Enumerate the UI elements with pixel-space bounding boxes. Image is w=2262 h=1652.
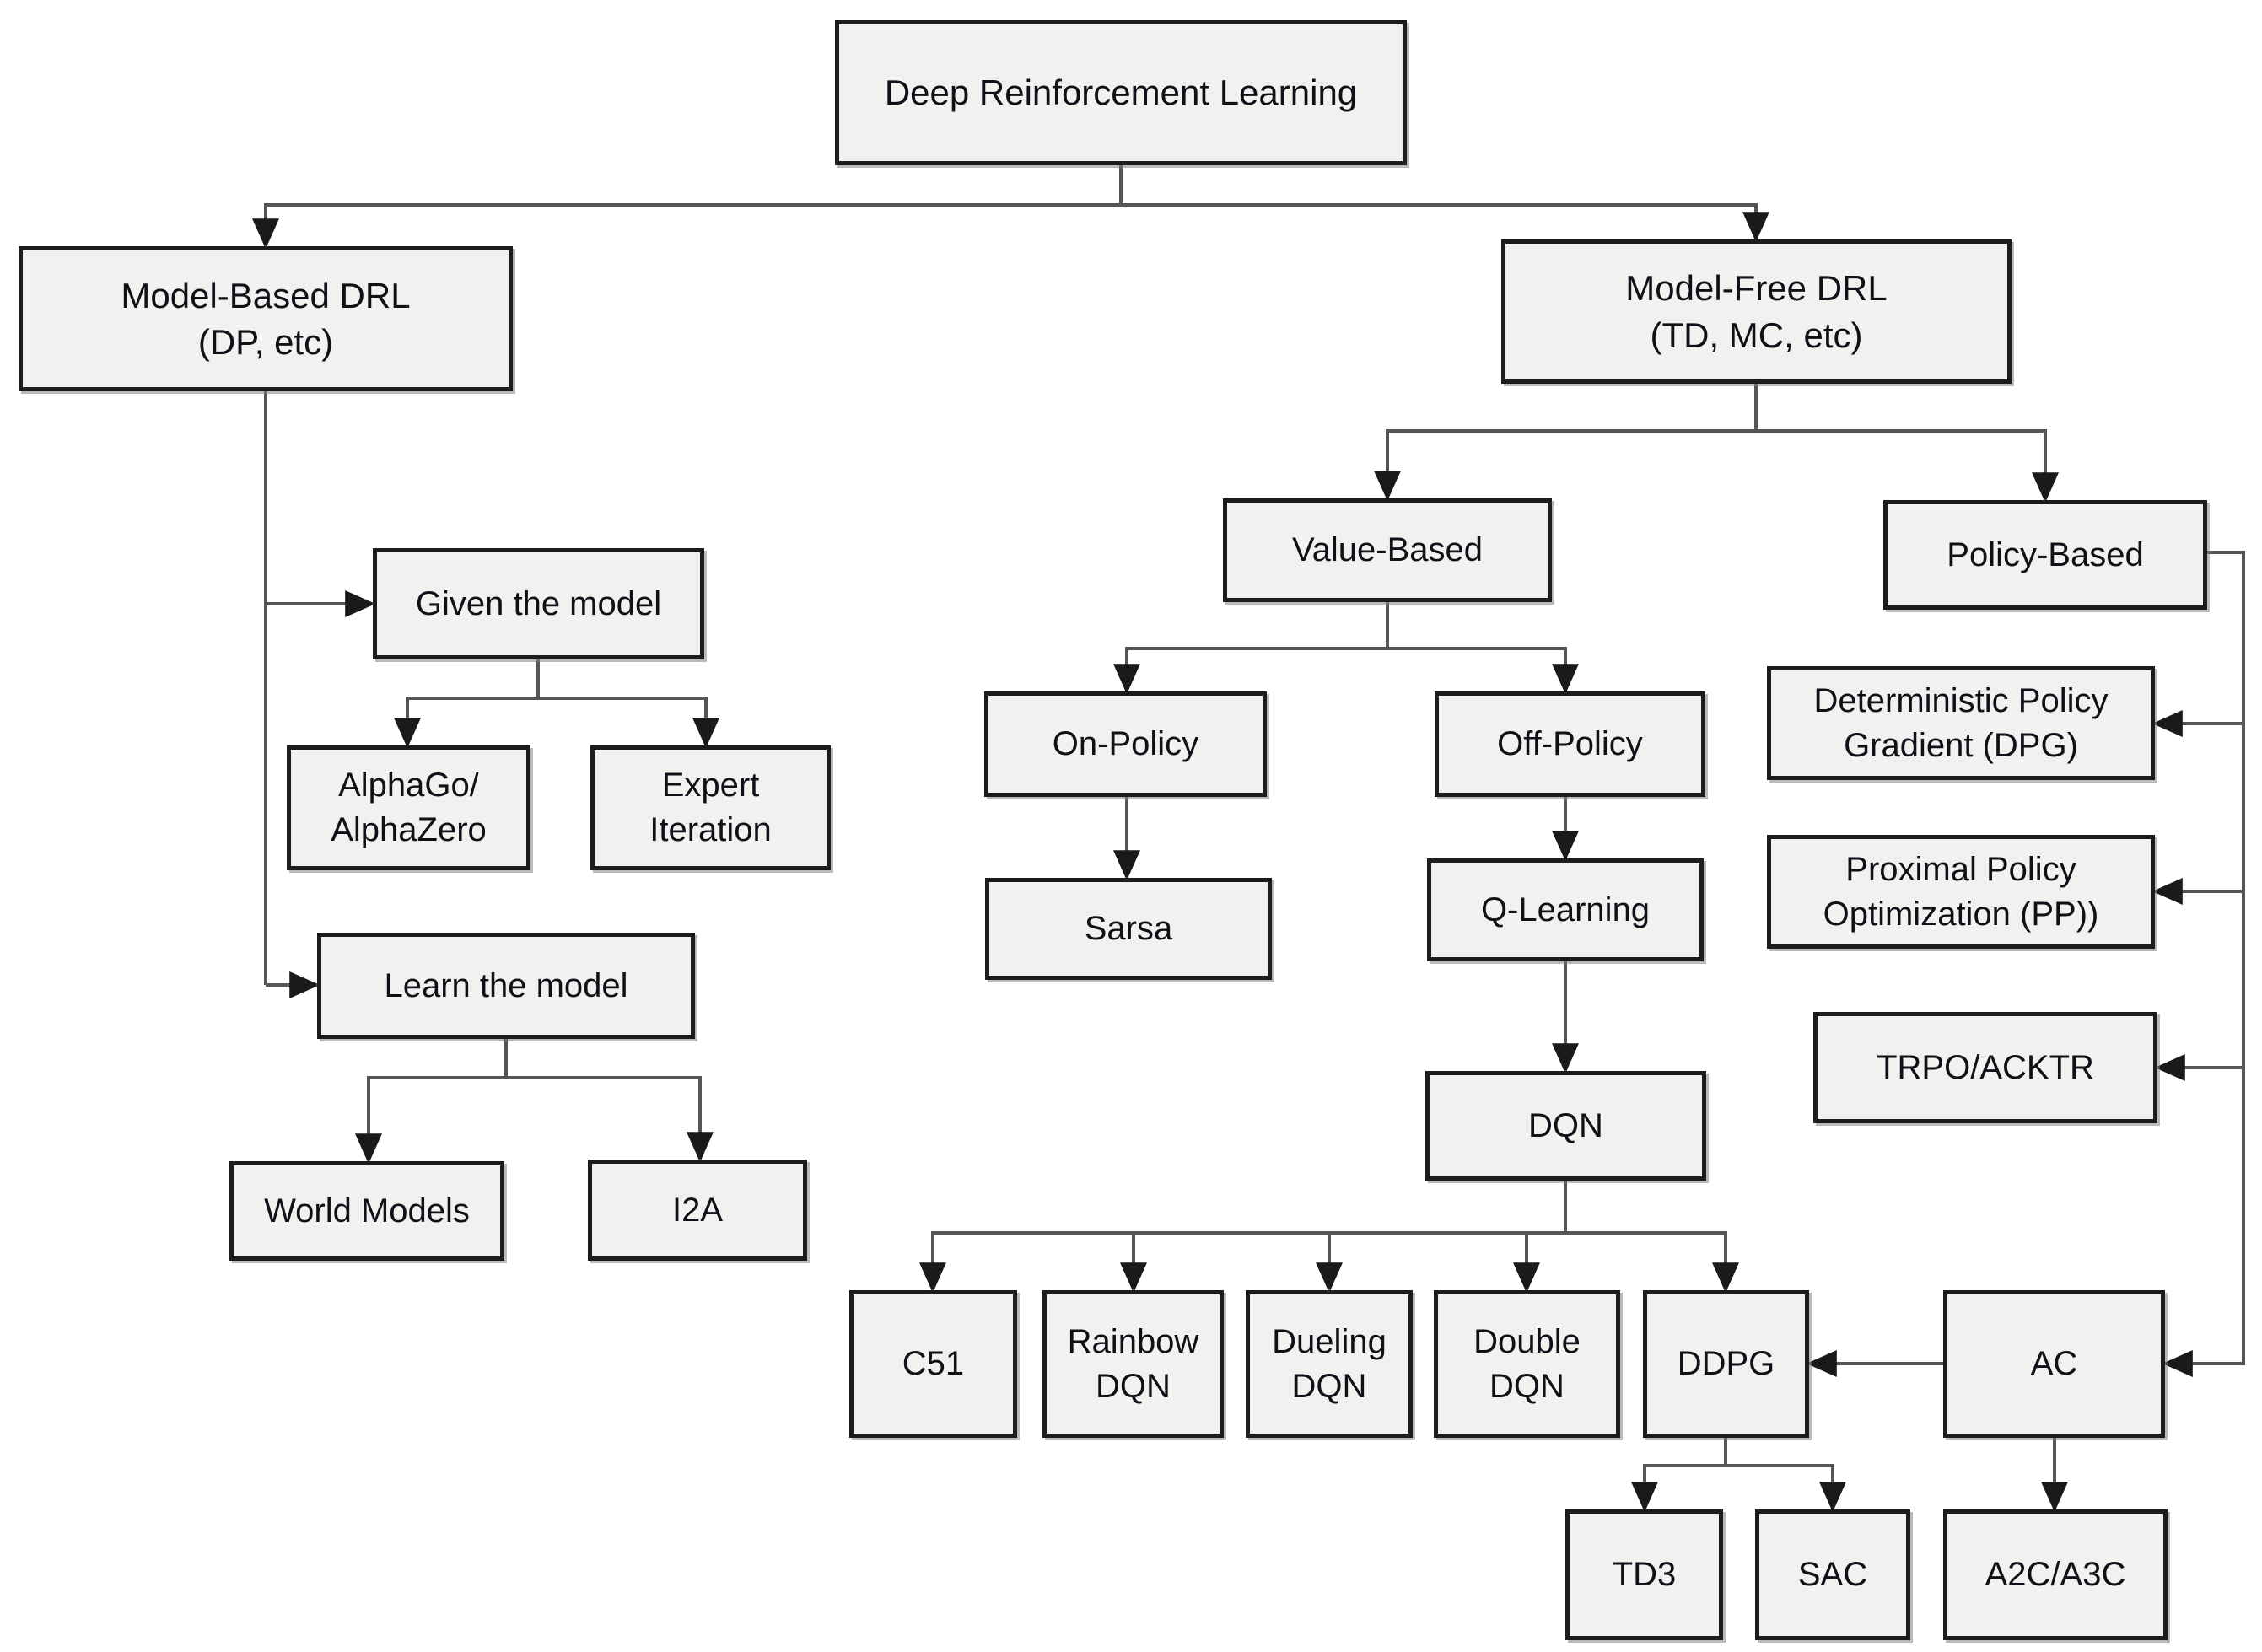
edge-ddpg-to-td3 (1645, 1464, 1726, 1509)
node-ddpg: DDPG (1643, 1290, 1809, 1438)
node-double-dqn: Double DQN (1434, 1290, 1620, 1438)
edges-group (266, 165, 2245, 1509)
node-ppo: Proximal Policy Optimization (PP)) (1767, 835, 2155, 949)
node-given-model: Given the model (373, 548, 704, 659)
node-deep-rl: Deep Reinforcement Learning (835, 20, 1407, 165)
node-c51: C51 (849, 1290, 1017, 1438)
edge-dqn-to-ddpg (1565, 1231, 1726, 1290)
node-alphago: AlphaGo/ AlphaZero (287, 745, 530, 870)
edge-to-off-policy (1387, 647, 1565, 691)
edge-to-value-based (1387, 429, 1756, 498)
node-dueling-dqn: Dueling DQN (1246, 1290, 1413, 1438)
edge-to-policy-based (1756, 429, 2045, 500)
edge-ddpg-to-sac (1726, 1464, 1833, 1509)
node-i2a: I2A (588, 1160, 807, 1261)
node-sac: SAC (1755, 1509, 1910, 1640)
node-expert-iter: Expert Iteration (590, 745, 831, 870)
edge-deep-rl-to-model-based (266, 203, 1121, 246)
node-policy-based: Policy-Based (1883, 500, 2207, 610)
node-learn-model: Learn the model (317, 933, 695, 1039)
node-value-based: Value-Based (1223, 498, 1552, 602)
node-on-policy: On-Policy (984, 691, 1267, 797)
node-off-policy: Off-Policy (1435, 691, 1705, 797)
node-dpg: Deterministic Policy Gradient (DPG) (1767, 666, 2155, 780)
edge-learn-to-i2a (506, 1076, 700, 1160)
node-trpo: TRPO/ACKTR (1813, 1012, 2157, 1123)
edge-given-to-alphago (407, 697, 538, 745)
node-dqn: DQN (1425, 1071, 1706, 1181)
edge-deep-rl-to-model-free (1121, 203, 1756, 239)
node-world-models: World Models (229, 1161, 504, 1261)
edge-dqn-to-c51 (933, 1231, 1565, 1290)
node-q-learning: Q-Learning (1427, 858, 1704, 961)
node-rainbow-dqn: Rainbow DQN (1042, 1290, 1224, 1438)
edge-learn-to-world-models (369, 1076, 506, 1161)
node-td3: TD3 (1565, 1509, 1723, 1640)
node-a2c-a3c: A2C/A3C (1943, 1509, 2168, 1640)
node-model-free: Model-Free DRL (TD, MC, etc) (1501, 239, 2012, 384)
node-ac: AC (1943, 1290, 2165, 1438)
node-model-based: Model-Based DRL (DP, etc) (19, 246, 513, 391)
node-sarsa: Sarsa (985, 878, 1272, 980)
edge-given-to-expert (538, 697, 706, 745)
edge-to-on-policy (1127, 647, 1387, 691)
edge-policy-based-to-ac (2165, 551, 2245, 1364)
